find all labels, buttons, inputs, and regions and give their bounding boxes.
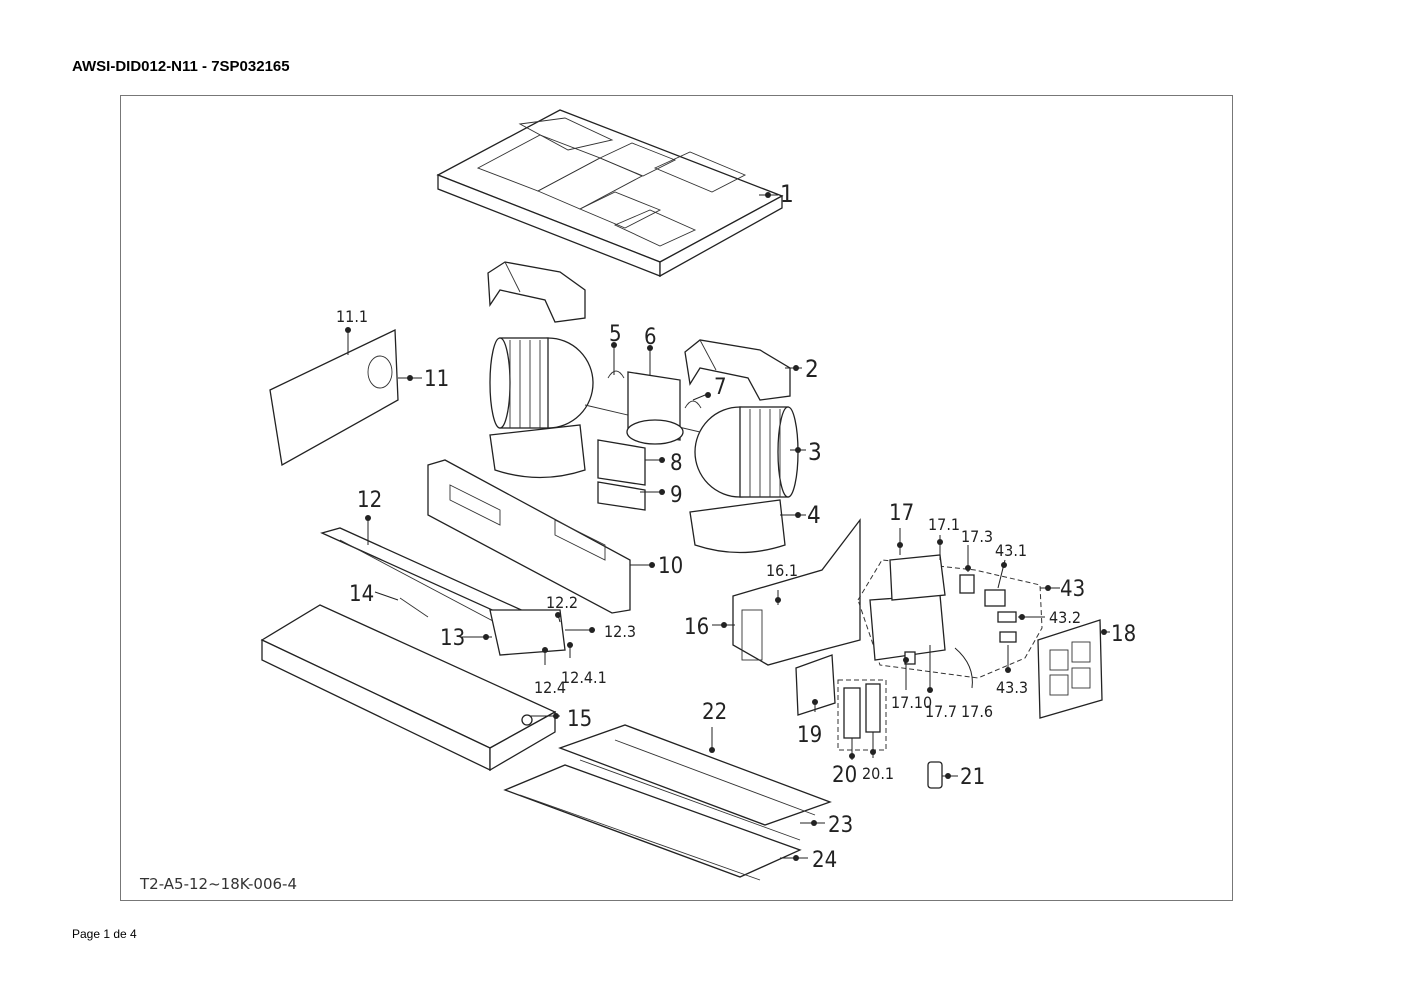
exploded-parts-diagram: 1 2 3 4 5 6 7 8 9 10 11 11.1 12 12.2 12.… <box>260 109 1136 881</box>
callout-12-2: 12.2 <box>546 593 578 612</box>
callout-19: 19 <box>797 723 822 748</box>
part-drain-pan <box>260 604 557 772</box>
drawing-code: T2-A5-12~18K-006-4 <box>140 875 298 893</box>
callout-43-3: 43.3 <box>996 678 1028 697</box>
callout-17-6: 17.6 <box>961 702 993 721</box>
part-bottom-panels <box>503 724 832 881</box>
part-control-box <box>857 554 1043 679</box>
callout-17: 17 <box>889 501 914 526</box>
callout-1: 1 <box>780 180 794 208</box>
part-display-board <box>795 654 943 789</box>
callout-17-7: 17.7 <box>925 702 957 721</box>
callout-11-1: 11.1 <box>336 307 368 326</box>
callout-labels: 1 2 3 4 5 6 7 8 9 10 11 11.1 12 12.2 12.… <box>336 180 1136 873</box>
callout-16: 16 <box>684 615 709 640</box>
callout-4: 4 <box>807 501 821 529</box>
part-side-panel <box>269 328 399 467</box>
callout-14: 14 <box>349 582 374 607</box>
drawing-frame <box>120 95 1233 901</box>
callout-3: 3 <box>808 438 822 466</box>
part-fan-housing-lower <box>489 424 786 554</box>
callout-2: 2 <box>805 355 819 383</box>
part-evaporator-coil <box>320 527 566 656</box>
callout-20: 20 <box>832 763 857 788</box>
part-filter-grille <box>1037 619 1103 719</box>
part-motor-brackets <box>597 439 646 511</box>
callout-21: 21 <box>960 765 985 790</box>
callout-12-4-1: 12.4.1 <box>561 668 607 687</box>
callout-5: 5 <box>609 322 622 347</box>
callout-12-3: 12.3 <box>604 622 636 641</box>
part-partition-panel <box>427 459 631 614</box>
callout-7: 7 <box>714 375 727 400</box>
callout-43-1: 43.1 <box>995 541 1027 560</box>
callout-16-1: 16.1 <box>766 561 798 580</box>
callout-17-3: 17.3 <box>961 527 993 546</box>
callout-12-4: 12.4 <box>534 678 566 697</box>
callout-23: 23 <box>828 813 853 838</box>
callout-9: 9 <box>670 483 683 508</box>
callout-12: 12 <box>357 488 382 513</box>
document-title: AWSI-DID012-N11 - 7SP032165 <box>72 58 290 75</box>
callout-13: 13 <box>440 626 465 651</box>
page-footer: Page 1 de 4 <box>72 927 137 941</box>
callout-10: 10 <box>658 554 683 579</box>
callout-43-2: 43.2 <box>1049 608 1081 627</box>
callout-24: 24 <box>812 848 837 873</box>
callout-11: 11 <box>424 367 449 392</box>
callout-18: 18 <box>1111 622 1136 647</box>
part-electric-box-frame <box>732 518 861 666</box>
callout-15: 15 <box>567 707 592 732</box>
part-fan-motor <box>584 370 702 445</box>
part-top-cover <box>436 109 784 278</box>
callout-6: 6 <box>644 325 657 350</box>
callout-17-10: 17.10 <box>891 693 932 712</box>
callout-43: 43 <box>1060 577 1085 602</box>
callout-8: 8 <box>670 451 683 476</box>
callout-17-1: 17.1 <box>928 515 960 534</box>
callout-20-1: 20.1 <box>862 764 894 783</box>
callout-leaders <box>345 192 1110 861</box>
part-fan-housing-upper <box>487 261 791 401</box>
callout-22: 22 <box>702 700 727 725</box>
